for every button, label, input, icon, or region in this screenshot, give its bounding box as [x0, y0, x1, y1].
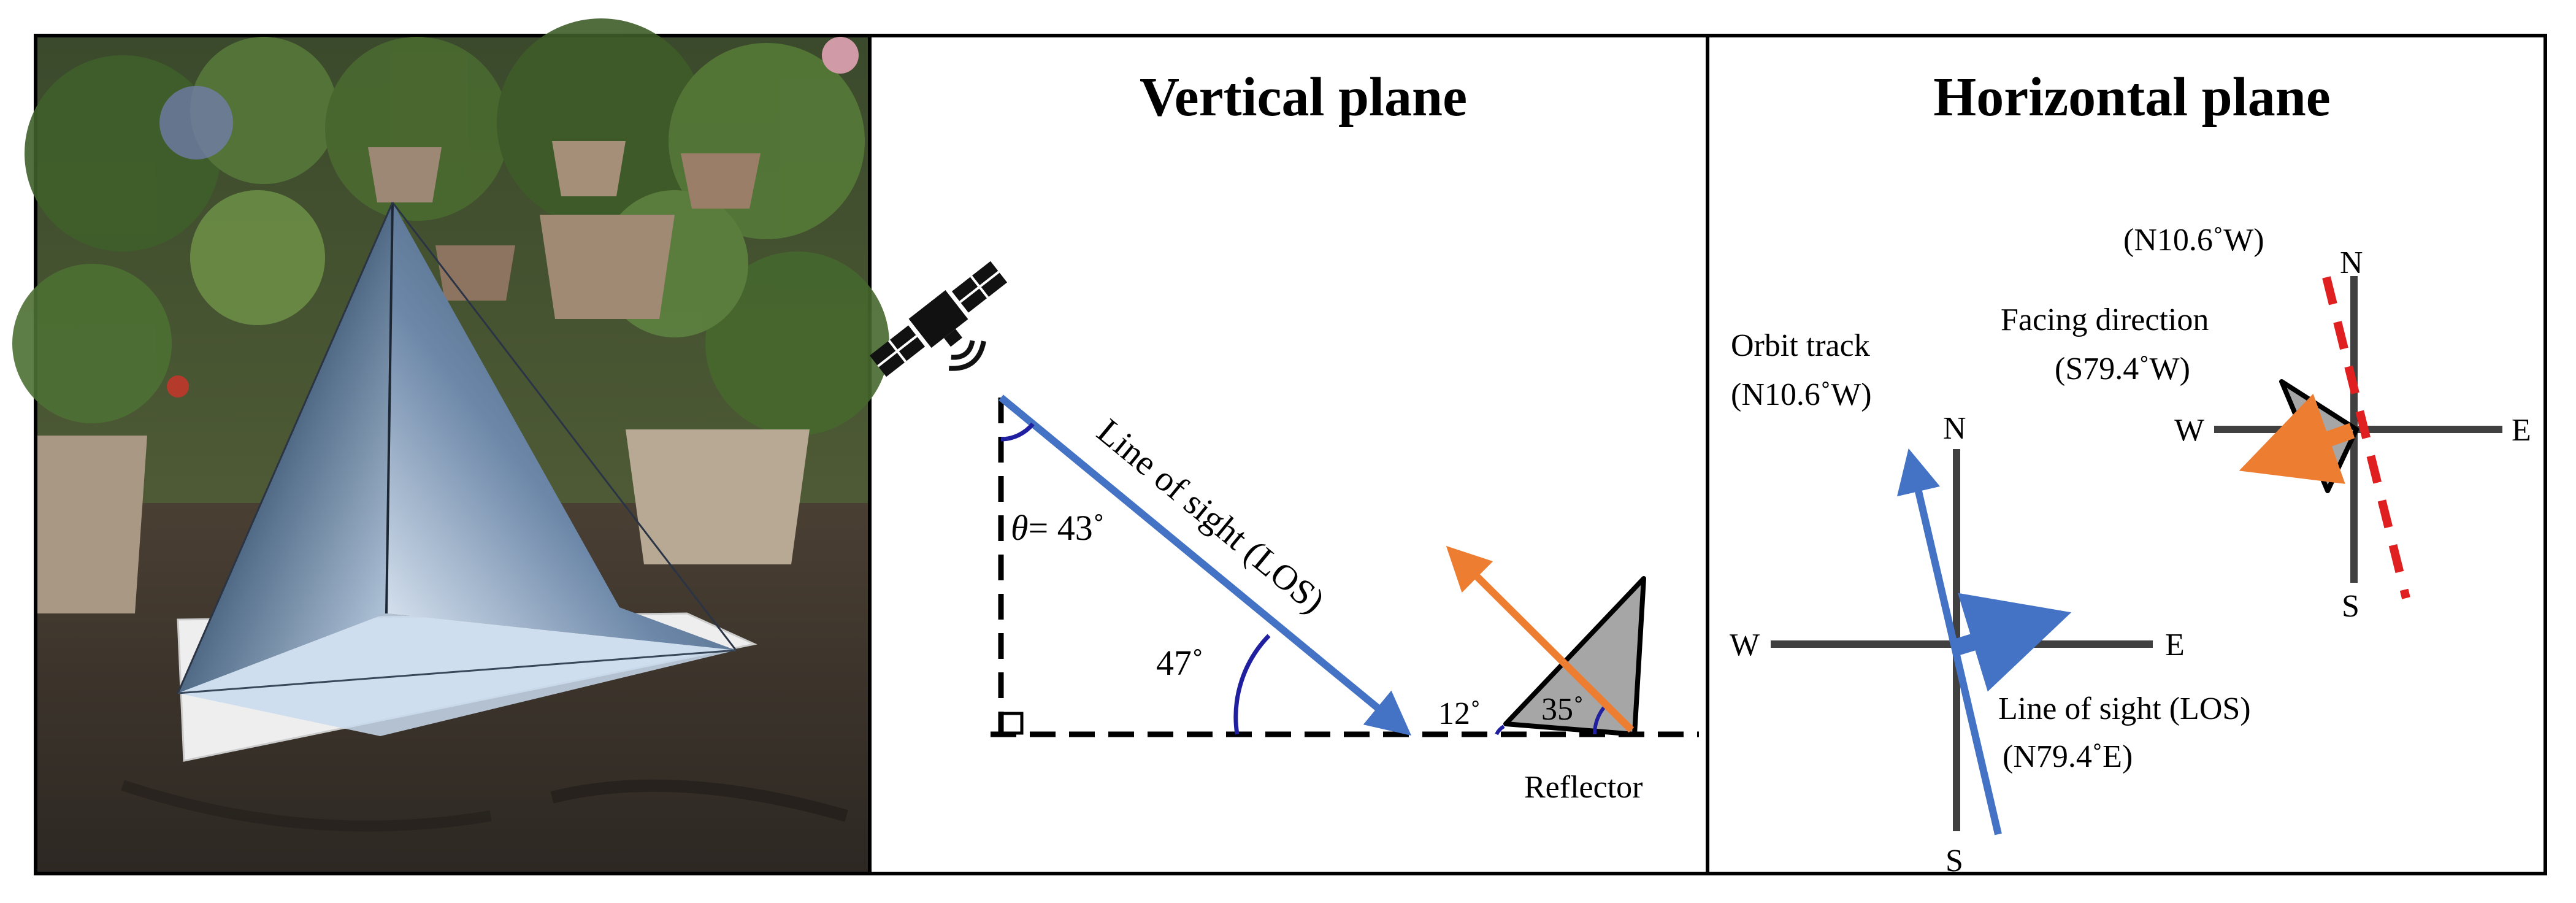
- facing-bearing-top: (N10.6˚W): [2123, 223, 2264, 258]
- horizontal-plane-title: Horizontal plane: [1933, 67, 2331, 128]
- base-angle-arc-shape: [1495, 724, 1505, 736]
- facing-direction-vector: [2239, 393, 2355, 484]
- compass-left-n: N: [1943, 411, 1966, 446]
- orbit-track-bearing: (N10.6˚W): [1731, 377, 1872, 412]
- los-horizontal-bearing: (N79.4˚E): [2003, 739, 2133, 774]
- orbit-track-vector: [1896, 448, 2002, 836]
- los-vector: [999, 394, 1412, 736]
- reflector-angle-label: 35˚: [1541, 692, 1584, 727]
- facing-direction-label: Facing direction: [2001, 302, 2209, 337]
- theta-label: θ= 43˚: [1011, 508, 1105, 548]
- los-horizontal-vector: [1953, 593, 2072, 692]
- pyramid-face-front: [386, 202, 736, 650]
- right-angle-marker: [1000, 712, 1024, 735]
- flower-pots: [37, 141, 810, 613]
- pyramid-base-reflection: [178, 613, 736, 736]
- compass-left-w: W: [1730, 628, 1760, 663]
- elevation-angle-label: 47˚: [1156, 643, 1203, 683]
- reflector-shape: [1503, 576, 1646, 737]
- theta-arc: [1000, 422, 1035, 442]
- orbit-track-label: Orbit track: [1731, 328, 1870, 363]
- figure-frame: [34, 34, 2547, 875]
- reflector-label: Reflector: [1524, 770, 1643, 805]
- compass-left-s: S: [1945, 843, 1963, 878]
- reflector-photo: [12, 18, 889, 872]
- base-angle-label: 12˚: [1438, 696, 1481, 731]
- vertical-plane-title: Vertical plane: [1140, 67, 1467, 128]
- foliage: [12, 18, 889, 436]
- compass-right-w: W: [2174, 413, 2204, 448]
- compass-right-n: N: [2340, 245, 2363, 280]
- compass-right-e: E: [2512, 413, 2531, 448]
- los-horizontal-label: Line of sight (LOS): [1998, 691, 2251, 726]
- satellite-icon: [869, 261, 1008, 377]
- facing-direction-bearing: (S79.4˚W): [2055, 352, 2190, 386]
- reflector-normal-vector: [1446, 545, 1635, 733]
- elevation-arc: [1233, 634, 1271, 735]
- compass-left-e: E: [2165, 628, 2185, 663]
- los-label-vertical: Line of sight (LOS): [1090, 411, 1333, 621]
- compass-right-s: S: [2342, 589, 2359, 624]
- reflector-orientation-line: [2322, 276, 2410, 599]
